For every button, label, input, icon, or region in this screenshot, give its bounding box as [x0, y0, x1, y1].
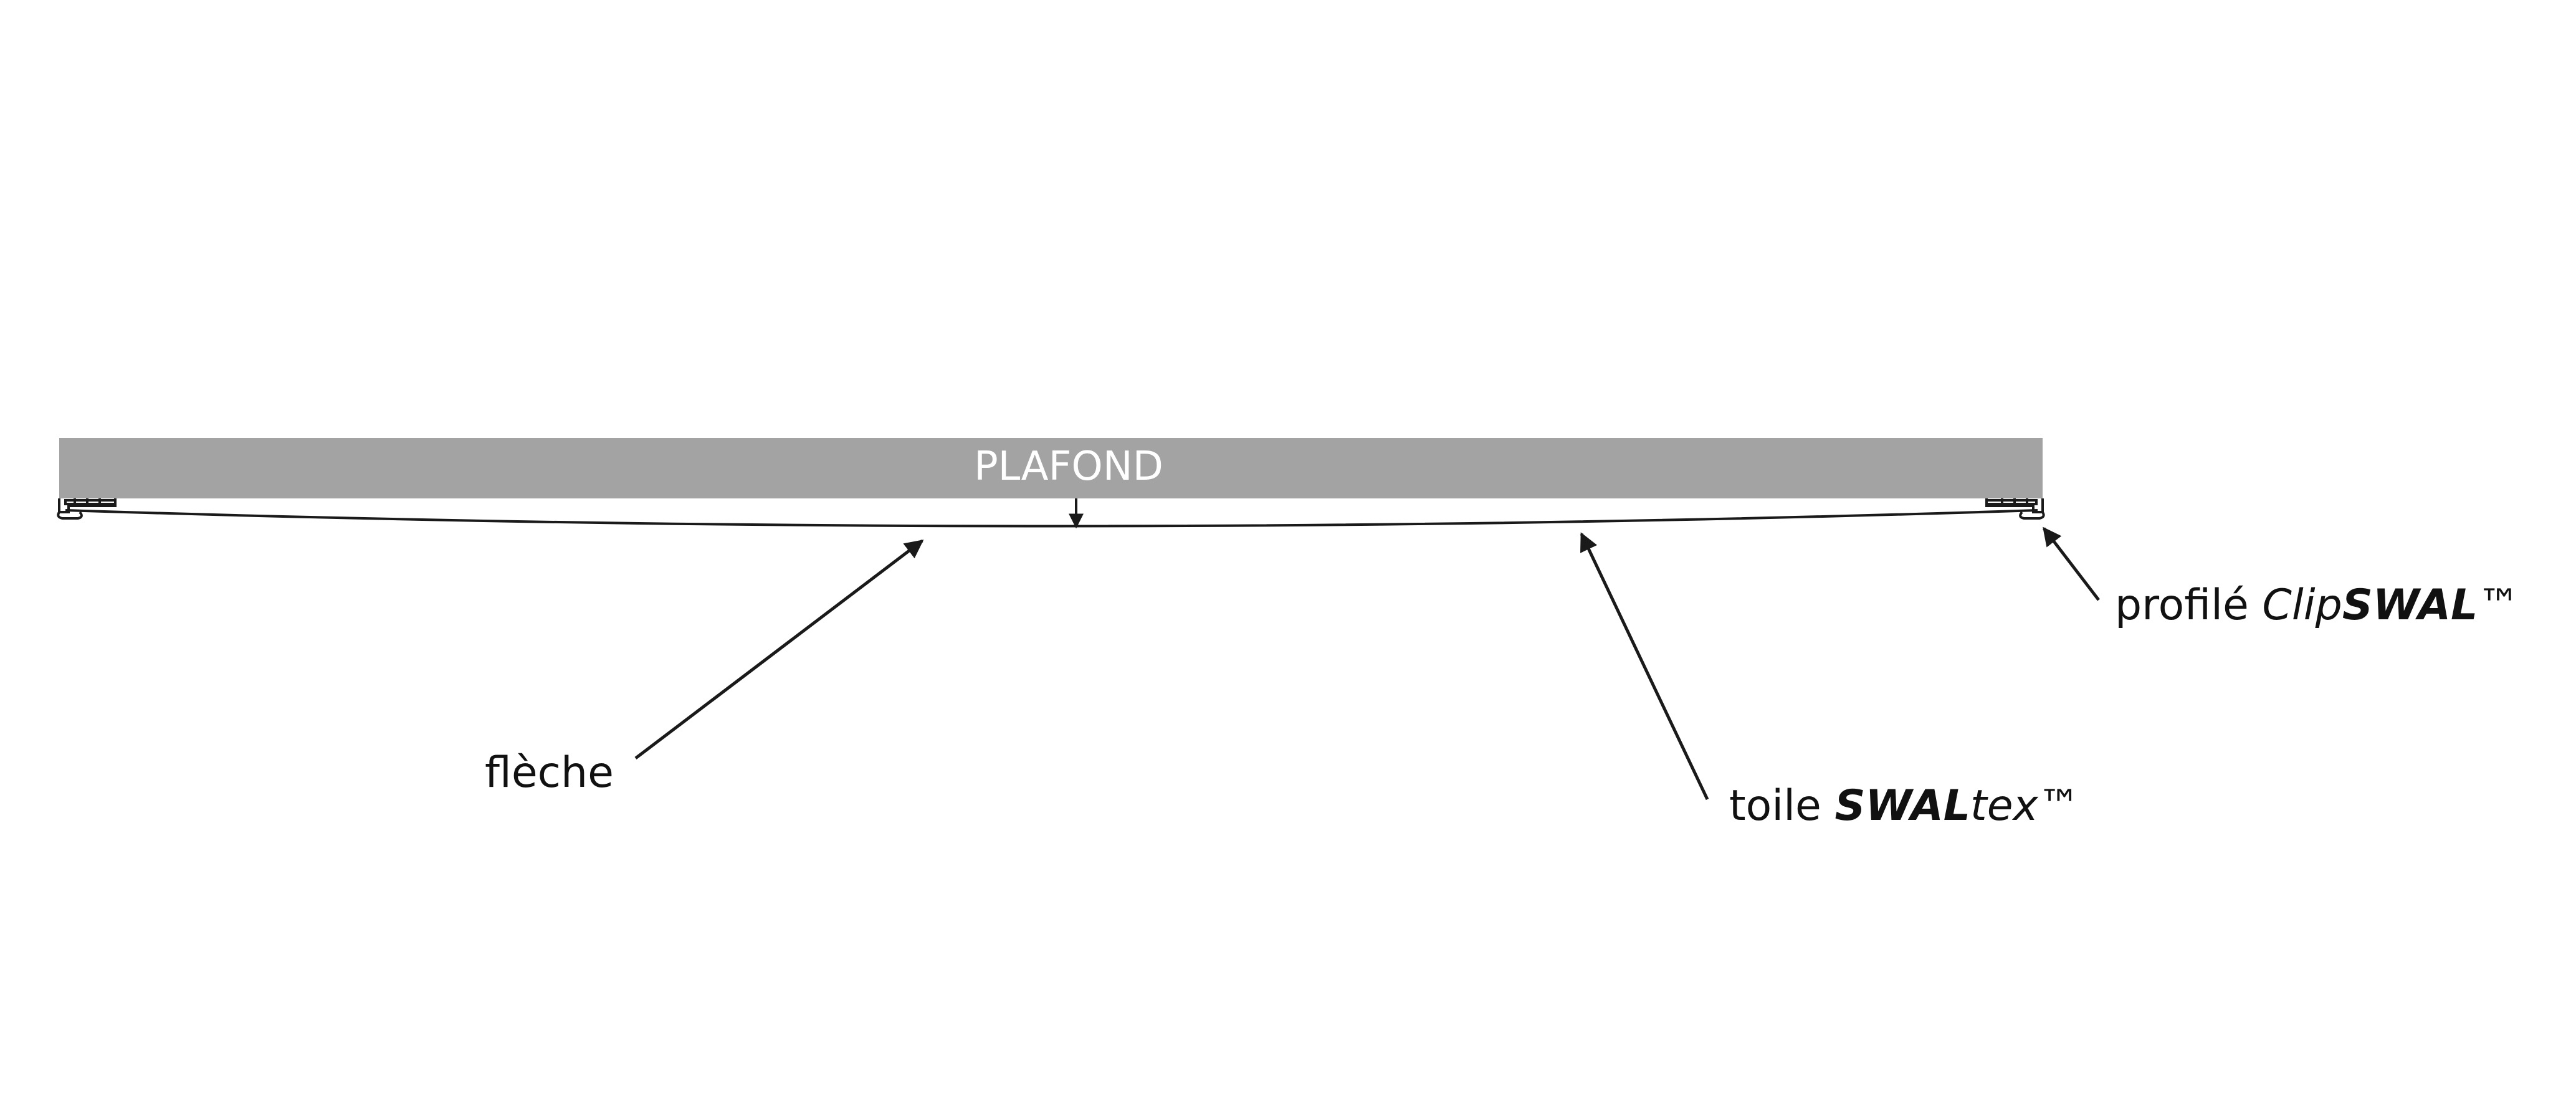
swaltex-membrane: [65, 509, 2038, 528]
toile-swaltex-label: toile SWALtex™: [1729, 781, 2081, 830]
profile-callout-arrow: [2043, 526, 2100, 601]
clipswal-profile-right: [1985, 498, 2045, 520]
fleche-callout-arrow: [634, 540, 924, 759]
clipswal-profile-left: [57, 498, 117, 520]
ceiling-label: PLAFOND: [974, 444, 1163, 490]
ceiling-slab: [59, 438, 2043, 498]
profile-clipswal-label: profilé ClipSWAL™: [2115, 581, 2520, 630]
toile-callout-arrow: [1580, 532, 1709, 801]
fleche-label: flèche: [485, 748, 614, 797]
